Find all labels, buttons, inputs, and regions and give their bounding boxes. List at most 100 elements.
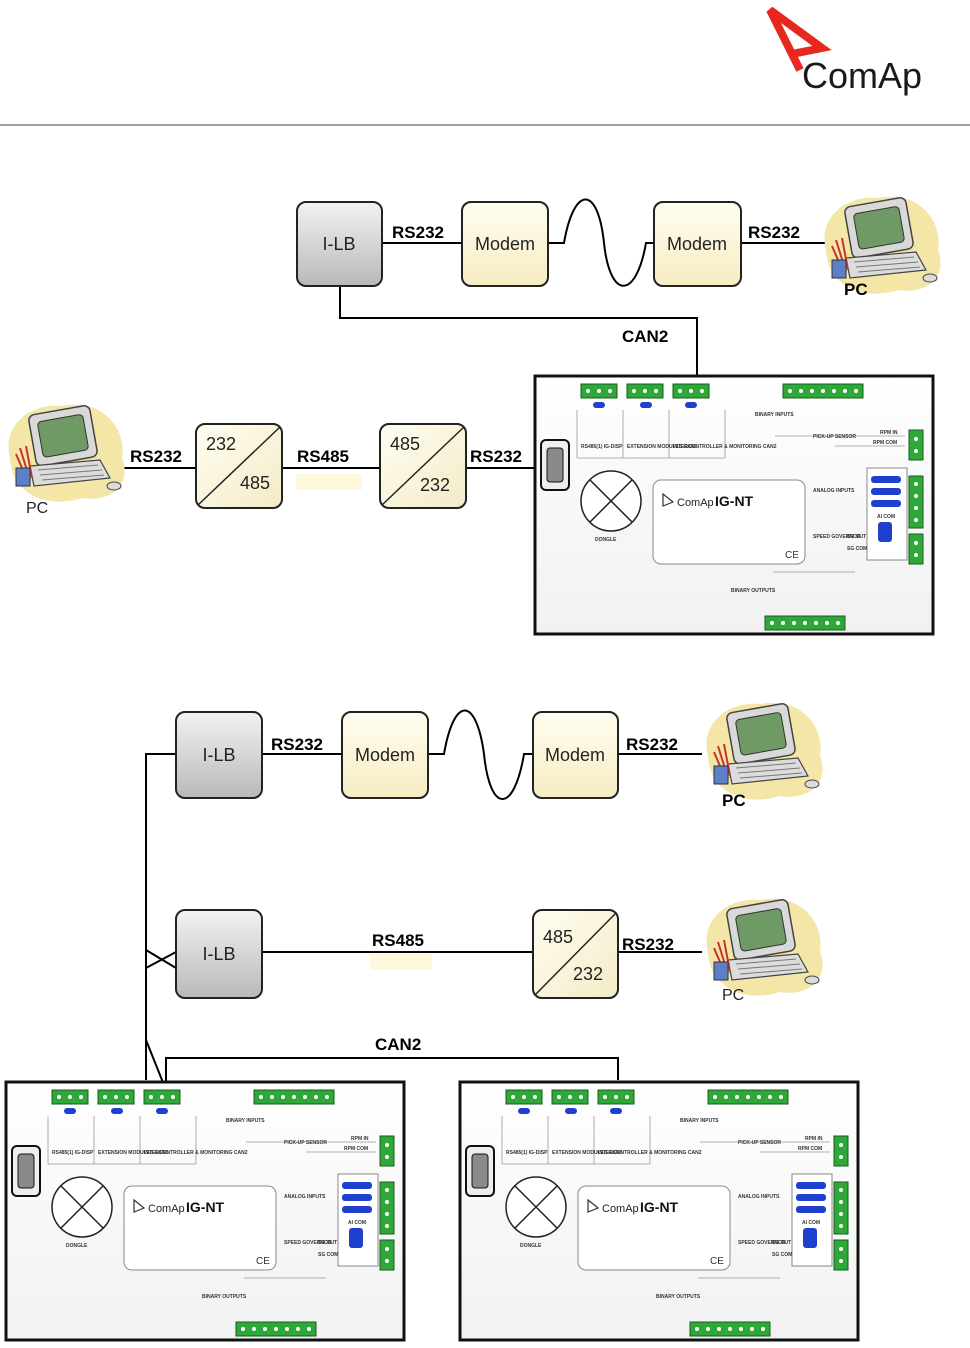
rpm-in-label: RPM IN <box>805 1136 823 1142</box>
ig-nt-controller: ComAp IG-NT CE DONGLE BINARY INPUTS BINA… <box>460 1082 858 1340</box>
rs485-label: RS485 <box>372 931 424 950</box>
ig-nt-controller: ComAp IG-NT CE DONGLE BINARY INPUTS BINA… <box>535 376 933 634</box>
pc-icon <box>705 701 824 801</box>
pc-icon <box>7 403 126 503</box>
ai-com-label: AI COM <box>802 1220 820 1226</box>
pc-label: PC <box>26 500 48 517</box>
modem-label: Modem <box>475 234 535 254</box>
sg-out-label: SG OUT <box>772 1240 791 1246</box>
rs232-label: RS232 <box>470 447 522 466</box>
ilb-box <box>175 711 263 799</box>
pc-label: PC <box>722 987 744 1004</box>
binary-inputs-label: BINARY INPUTS <box>226 1118 265 1124</box>
can2-label: CAN2 <box>622 327 668 346</box>
pc-label: PC <box>844 280 868 299</box>
pc-icon <box>705 897 824 997</box>
diagram-bottom: I-LB RS232 Modem Modem RS232 PC I-LB RS4… <box>6 701 858 1340</box>
ilb-label: I-LB <box>202 745 235 765</box>
dongle-label: DONGLE <box>66 1243 88 1249</box>
speed-governor-label: SPEED GOVERNOR <box>738 1240 786 1246</box>
dongle-label: DONGLE <box>595 537 617 543</box>
binary-outputs-label: BINARY OUTPUTS <box>202 1294 247 1300</box>
converter-bottom-label: 232 <box>420 475 450 495</box>
rs485-label: RS485 <box>297 447 349 466</box>
pickup-sensor-label: PICK-UP SENSOR <box>738 1140 781 1146</box>
speed-governor-label: SPEED GOVERNOR <box>284 1240 332 1246</box>
converter-top-label: 485 <box>543 927 573 947</box>
intercontroller-label: INTERCONTROLLER & MONITORING CAN2 <box>144 1150 248 1156</box>
ai-com-label: AI COM <box>348 1220 366 1226</box>
sg-com-label: SG COM <box>772 1252 792 1258</box>
sg-com-label: SG COM <box>318 1252 338 1258</box>
rpm-in-label: RPM IN <box>880 430 898 436</box>
speed-governor-label: SPEED GOVERNOR <box>813 534 861 540</box>
rpm-in-label: RPM IN <box>351 1136 369 1142</box>
rs485-disp-label: RS485(1) IG-DISP <box>52 1150 94 1156</box>
extension-label: EXTENSION MODULES CAN1 <box>98 1150 169 1156</box>
sg-com-label: SG COM <box>847 546 867 552</box>
ig-nt-controller: ComAp IG-NT CE DONGLE BINARY INPUTS BINA… <box>6 1082 404 1340</box>
can2-wire <box>339 286 698 378</box>
controller-brand: ComAp <box>677 497 714 509</box>
modem-label: Modem <box>355 745 415 765</box>
rs232-label: RS232 <box>271 735 323 754</box>
rs232-label: RS232 <box>748 223 800 242</box>
analog-inputs-label: ANALOG INPUTS <box>813 488 855 494</box>
rs485-highlight <box>370 954 432 970</box>
ce-mark: CE <box>710 1256 724 1267</box>
modem-label: Modem <box>667 234 727 254</box>
rs232-label: RS232 <box>626 735 678 754</box>
ilb-box <box>175 909 263 999</box>
ilb-label: I-LB <box>202 944 235 964</box>
controller-model: IG-NT <box>186 1199 225 1215</box>
pc-icon <box>823 195 942 295</box>
modem-box <box>461 201 549 287</box>
bus-wire <box>145 753 176 1080</box>
controller-model: IG-NT <box>640 1199 679 1215</box>
binary-outputs-label: BINARY OUTPUTS <box>731 588 776 594</box>
dongle-label: DONGLE <box>520 1243 542 1249</box>
ce-mark: CE <box>785 550 799 561</box>
sg-out-label: SG OUT <box>318 1240 337 1246</box>
pickup-sensor-label: PICK-UP SENSOR <box>813 434 856 440</box>
can2-wire <box>165 1057 619 1090</box>
modem-box <box>653 201 742 287</box>
ai-com-label: AI COM <box>877 514 895 520</box>
analog-inputs-label: ANALOG INPUTS <box>738 1194 780 1200</box>
sg-out-label: SG OUT <box>847 534 866 540</box>
rpm-com-label: RPM COM <box>873 440 897 446</box>
intercontroller-label: INTERCONTROLLER & MONITORING CAN2 <box>598 1150 702 1156</box>
rs485-disp-label: RS485(1) IG-DISP <box>506 1150 548 1156</box>
ce-mark: CE <box>256 1256 270 1267</box>
extension-label: EXTENSION MODULES CAN1 <box>627 444 698 450</box>
rpm-com-label: RPM COM <box>344 1146 368 1152</box>
pc-label: PC <box>722 791 746 810</box>
diagram-top: I-LB RS232 Modem Modem RS232 PC CAN2 PC … <box>7 195 942 634</box>
ilb-box <box>296 201 383 287</box>
rs232-label: RS232 <box>130 447 182 466</box>
ilb-label: I-LB <box>322 234 355 254</box>
binary-inputs-label: BINARY INPUTS <box>755 412 794 418</box>
rs232-label: RS232 <box>392 223 444 242</box>
modem-box <box>341 711 429 799</box>
modem-label: Modem <box>545 745 605 765</box>
rpm-com-label: RPM COM <box>798 1146 822 1152</box>
comap-logo: ComAp <box>766 6 922 96</box>
binary-outputs-label: BINARY OUTPUTS <box>656 1294 701 1300</box>
pickup-sensor-label: PICK-UP SENSOR <box>284 1140 327 1146</box>
converter-top-label: 232 <box>206 434 236 454</box>
converter-bottom-label: 485 <box>240 473 270 493</box>
converter-bottom-label: 232 <box>573 964 603 984</box>
logo-text: ComAp <box>802 55 922 96</box>
rs485-disp-label: RS485(1) IG-DISP <box>581 444 623 450</box>
modem-box <box>532 711 619 799</box>
rs232-label: RS232 <box>622 935 674 954</box>
controller-model: IG-NT <box>715 493 754 509</box>
rs485-highlight <box>296 474 362 490</box>
controller-brand: ComAp <box>148 1203 185 1215</box>
analog-inputs-label: ANALOG INPUTS <box>284 1194 326 1200</box>
converter-top-label: 485 <box>390 434 420 454</box>
intercontroller-label: INTERCONTROLLER & MONITORING CAN2 <box>673 444 777 450</box>
controller-brand: ComAp <box>602 1203 639 1215</box>
